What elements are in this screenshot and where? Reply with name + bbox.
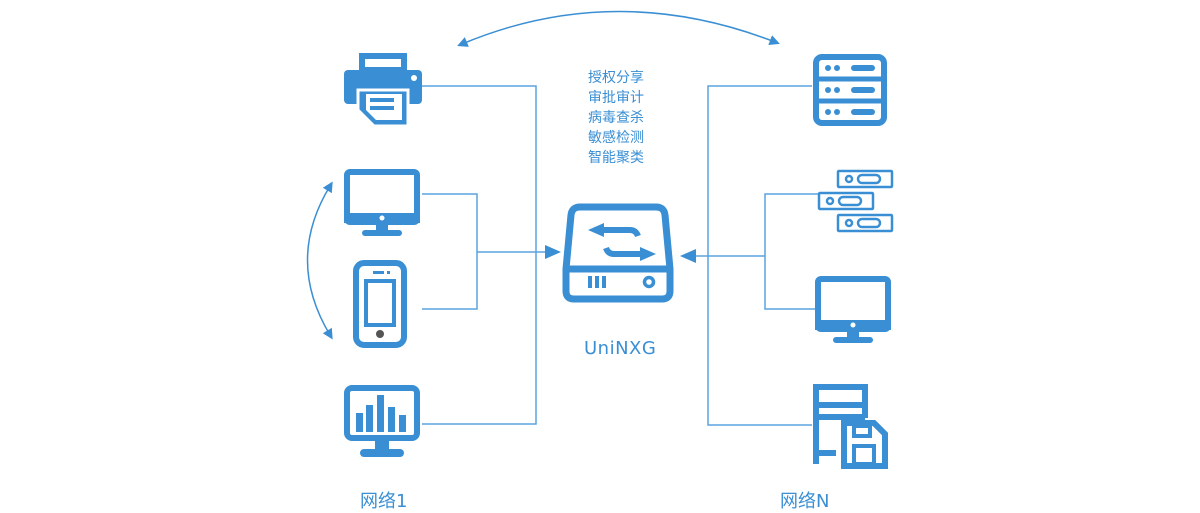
right-arrowhead xyxy=(680,249,696,263)
feature-list: 授权分享 审批审计 病毒查杀 敏感检测 智能聚类 xyxy=(588,68,644,168)
printer-icon[interactable] xyxy=(344,53,422,128)
hub-label: UniNXG xyxy=(584,338,657,359)
server-rack-icon[interactable] xyxy=(813,54,887,126)
sync-arc-top xyxy=(457,10,780,47)
desktop-monitor-icon-right[interactable] xyxy=(815,276,891,343)
document-save-icon[interactable] xyxy=(813,384,888,469)
left-network-connectors xyxy=(422,85,555,425)
network-switch-icon[interactable] xyxy=(817,169,894,233)
feature-item: 病毒查杀 xyxy=(588,110,644,126)
desktop-monitor-icon[interactable] xyxy=(344,169,420,236)
network-left-label: 网络1 xyxy=(360,491,408,512)
feature-item: 授权分享 xyxy=(588,70,644,86)
sync-arc-left xyxy=(306,181,333,340)
storage-sync-icon[interactable] xyxy=(562,203,674,303)
left-arrowhead xyxy=(545,245,561,259)
analytics-monitor-icon[interactable] xyxy=(344,385,420,457)
smartphone-icon[interactable] xyxy=(353,260,407,348)
feature-item: 审批审计 xyxy=(588,90,644,106)
feature-item: 敏感检测 xyxy=(588,130,644,146)
network-right-label: 网络N xyxy=(780,491,830,512)
feature-item: 智能聚类 xyxy=(588,150,644,166)
right-network-connectors xyxy=(695,85,820,426)
